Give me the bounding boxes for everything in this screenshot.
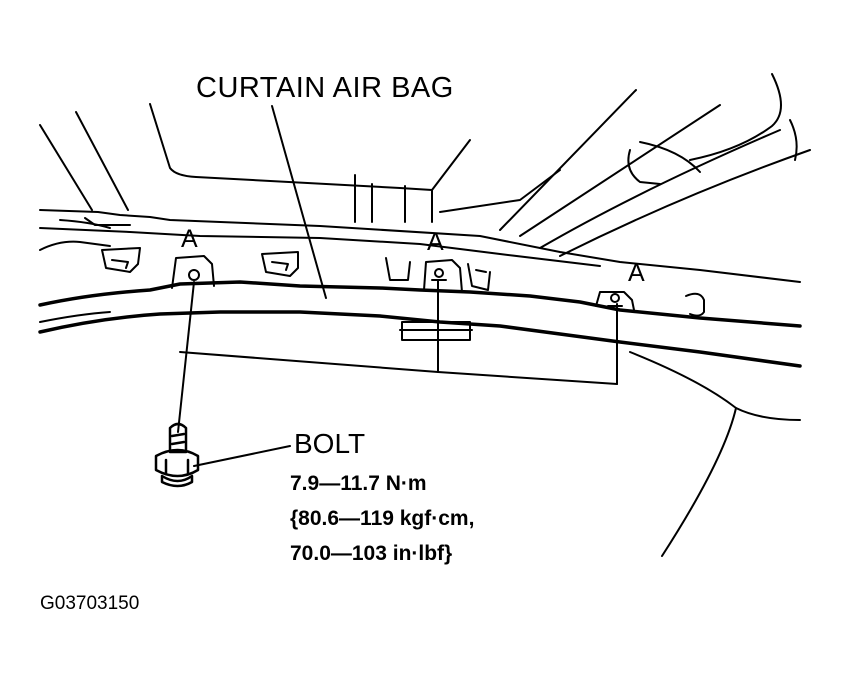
curtain-air-bag-label: CURTAIN AIR BAG: [196, 72, 454, 104]
mounting-tab-right: [596, 292, 634, 310]
mounting-tab-center: [424, 260, 462, 292]
curtain-air-bag-outline: [40, 282, 800, 556]
mounting-tab-left: [172, 256, 214, 288]
roof-rail: [40, 210, 800, 282]
leader-lines: [178, 106, 617, 466]
bolt-leader-join: [180, 352, 617, 384]
bolt-label: BOLT: [294, 428, 366, 459]
location-marker-a-right: A: [628, 259, 645, 287]
air-bag-leader: [272, 106, 326, 298]
location-marker-a-center: A: [427, 228, 444, 256]
torque-spec-kgfcm: {80.6—119 kgf·cm,: [290, 507, 475, 530]
roof-structure: [40, 74, 810, 256]
bolt-icon: [156, 424, 198, 486]
figure-code: G03703150: [40, 593, 140, 614]
torque-spec-inlbf: 70.0—103 in·lbf}: [290, 542, 453, 565]
bolt-leader-left: [178, 282, 194, 432]
torque-spec-nm: 7.9—11.7 N·m: [290, 472, 427, 495]
mounting-brackets: [102, 248, 704, 316]
bolt-label-leader: [194, 446, 290, 466]
location-marker-a-left: A: [181, 225, 198, 253]
